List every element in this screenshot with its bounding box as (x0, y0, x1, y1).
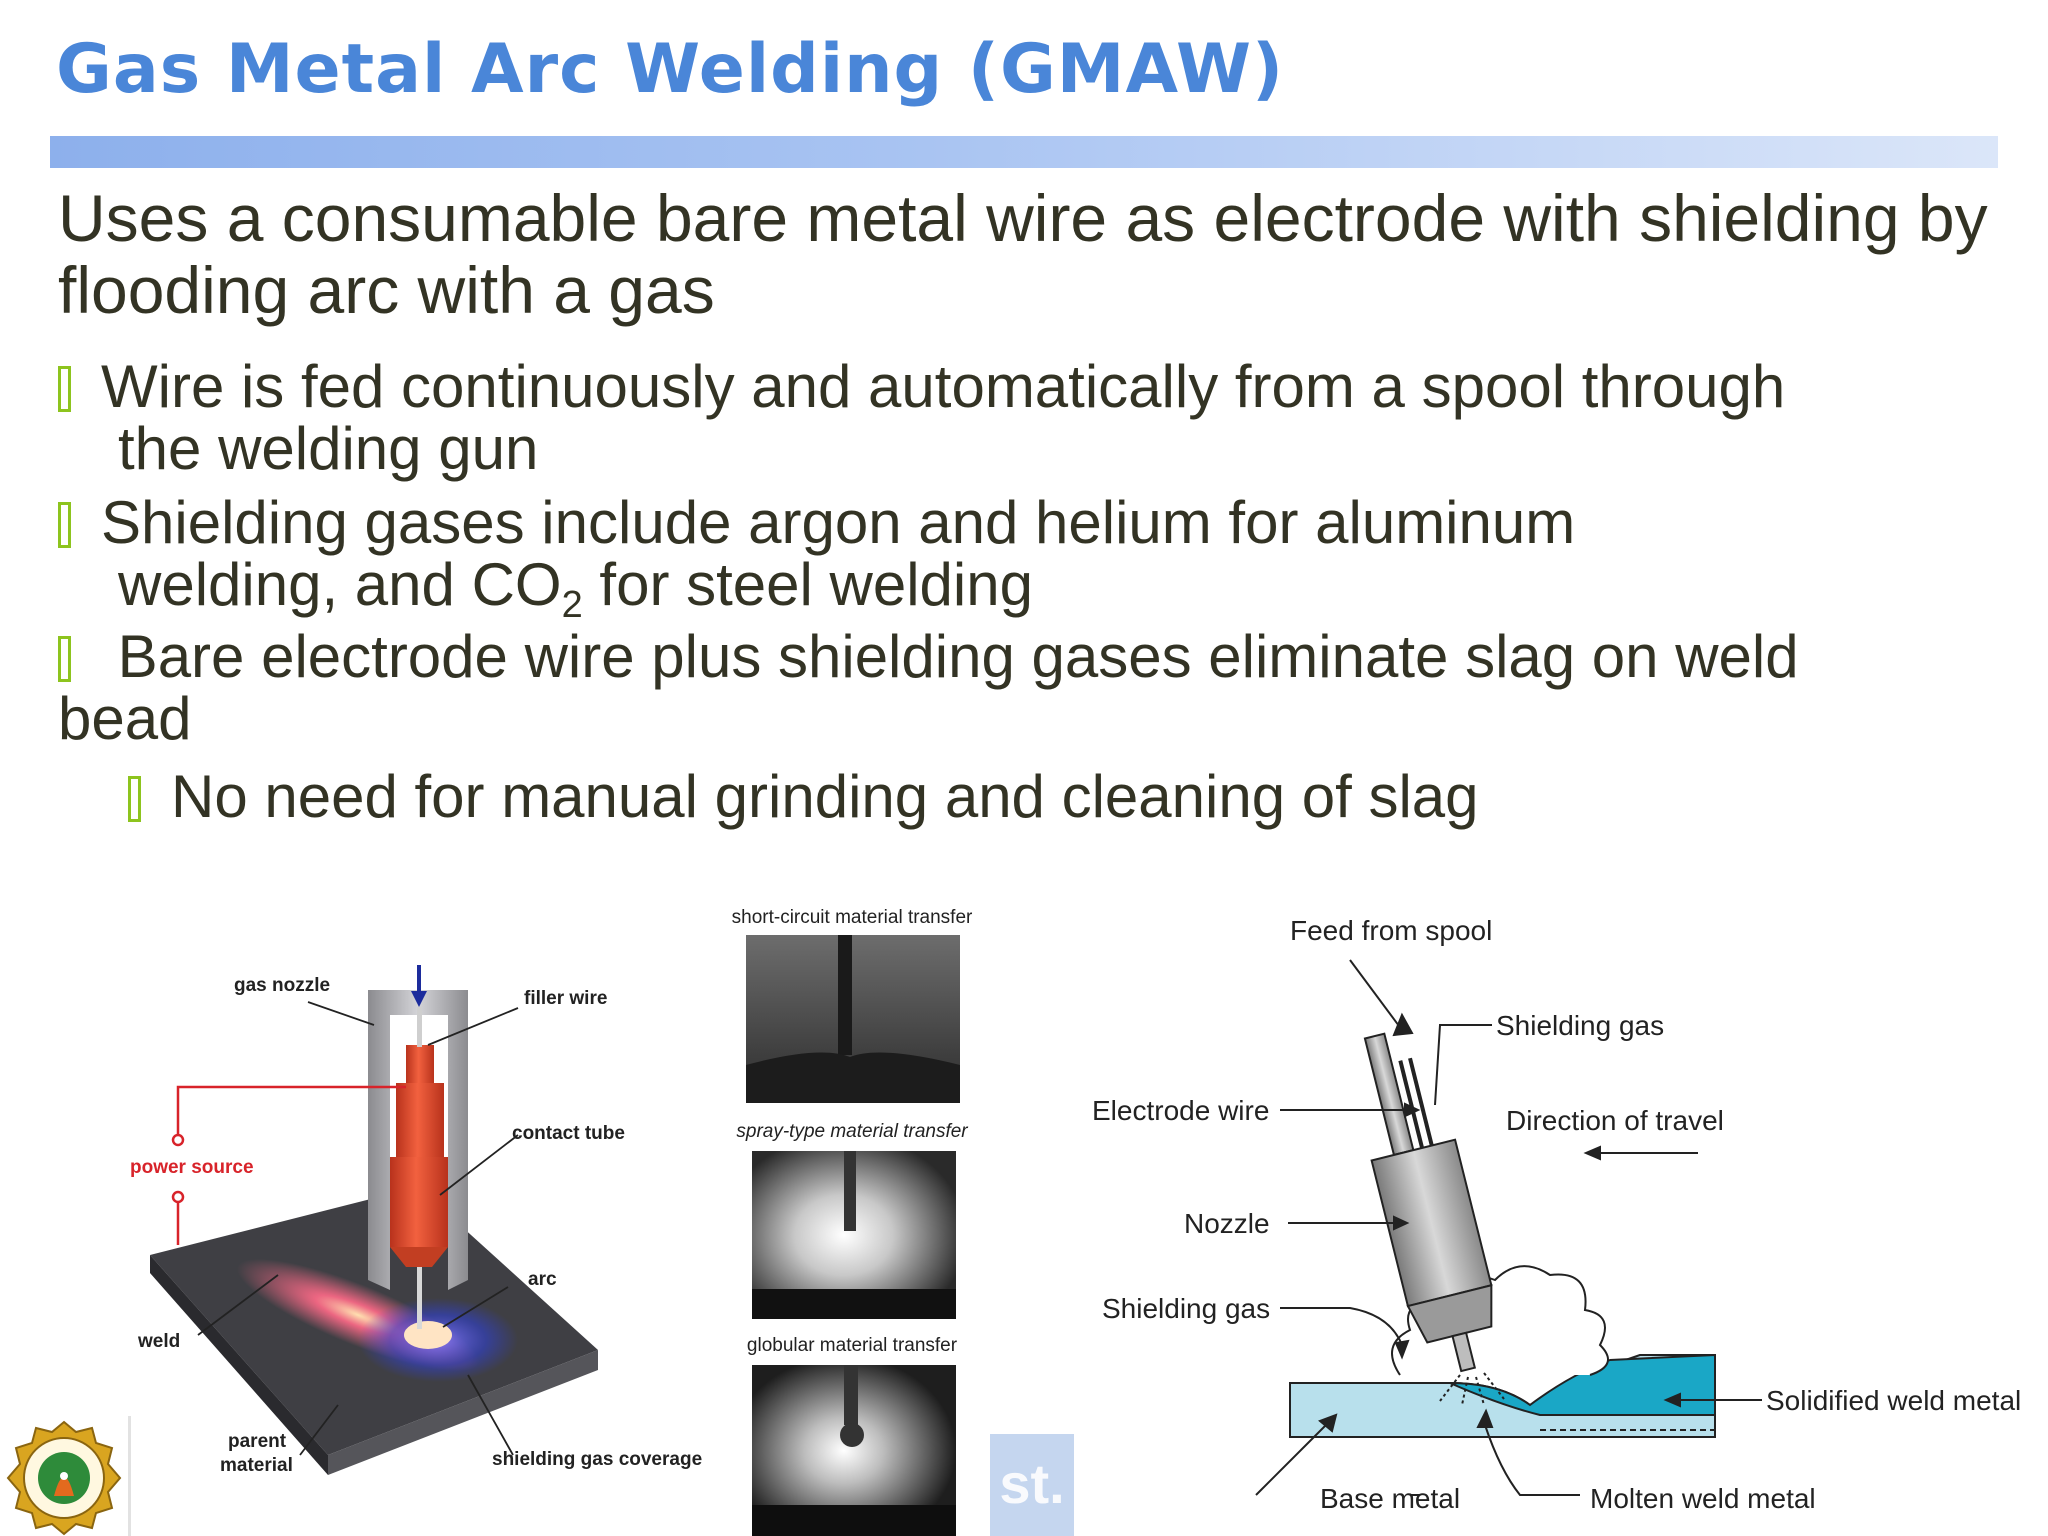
subscript: 2 (561, 584, 583, 626)
feed-arrow-icon (411, 991, 427, 1007)
bullet-text: Shielding gases include argon and helium… (101, 489, 1576, 556)
filler-wire (417, 1267, 422, 1329)
torch-illustration: gas nozzle filler wire contact tube powe… (128, 895, 728, 1535)
bullet-text-post: for steel welding (582, 551, 1033, 618)
label-direction-of-travel: Direction of travel (1506, 1105, 1724, 1136)
watermark-text: st. (999, 1452, 1065, 1515)
label-solidified-weld-metal: Solidified weld metal (1766, 1385, 2021, 1416)
lead-paragraph: Uses a consumable bare metal wire as ele… (58, 181, 1988, 327)
gas-nozzle (368, 990, 468, 1290)
bullet-text: Bare electrode wire plus shielding gases… (101, 623, 1799, 690)
bullet-text: Wire is fed continuously and automatical… (101, 353, 1786, 420)
label-gas-nozzle: gas nozzle (234, 975, 330, 996)
bullet-text-pre: welding, and CO (118, 551, 562, 618)
plate-side (150, 1255, 328, 1475)
caption-short-circuit: short-circuit material transfer (732, 907, 973, 928)
footer-divider (128, 1416, 131, 1536)
transfer-modes-figure: short-circuit material transfer spray-ty… (700, 895, 1000, 1536)
bullet-item: Shielding gases include argon and helium… (58, 492, 1575, 636)
label-weld: weld (137, 1331, 180, 1352)
bullet-marker-icon (58, 502, 71, 548)
label-shielding-gas-top: Shielding gas (1496, 1010, 1664, 1041)
bullet-text-continued: welding, and CO2 for steel welding (58, 554, 1575, 636)
label-nozzle: Nozzle (1184, 1208, 1270, 1239)
watermark-box: st. (990, 1434, 1074, 1536)
bullet-marker-icon (128, 776, 141, 822)
slide-title: Gas Metal Arc Welding (GMAW) (56, 30, 1285, 109)
label-molten-weld-metal: Molten weld metal (1590, 1483, 1816, 1514)
plate-front (328, 1350, 598, 1475)
label-feed-from-spool: Feed from spool (1290, 915, 1492, 946)
gmaw-schematic: Feed from spool Shielding gas Electrode … (1080, 905, 2048, 1536)
sub-bullet-text: No need for manual grinding and cleaning… (171, 763, 1479, 830)
label-electrode-wire: Electrode wire (1092, 1095, 1269, 1126)
label-base-metal: Base metal (1320, 1483, 1460, 1514)
label-parent-1: parent (228, 1431, 287, 1452)
label-shielding-coverage: shielding gas coverage (492, 1449, 702, 1470)
bullet-marker-icon (58, 366, 71, 412)
label-contact-tube: contact tube (512, 1123, 625, 1144)
caption-spray: spray-type material transfer (736, 1121, 968, 1142)
bullet-item: Wire is fed continuously and automatical… (58, 356, 1785, 480)
label-power-source: power source (130, 1157, 254, 1178)
label-filler-wire: filler wire (524, 988, 607, 1009)
label-arc: arc (528, 1269, 557, 1290)
sub-bullet-item: No need for manual grinding and cleaning… (128, 766, 1479, 828)
caption-globular: globular material transfer (747, 1335, 958, 1356)
bullet-text-continued: the welding gun (118, 415, 539, 482)
bullet-text-continued: bead (58, 685, 192, 752)
title-underline-bar (50, 136, 1998, 168)
bullet-marker-icon (58, 636, 71, 682)
label-shielding-gas-left: Shielding gas (1102, 1293, 1270, 1324)
label-parent-2: material (220, 1455, 293, 1476)
university-seal-icon (0, 1420, 130, 1536)
bullet-item: Bare electrode wire plus shielding gases… (58, 626, 1799, 750)
